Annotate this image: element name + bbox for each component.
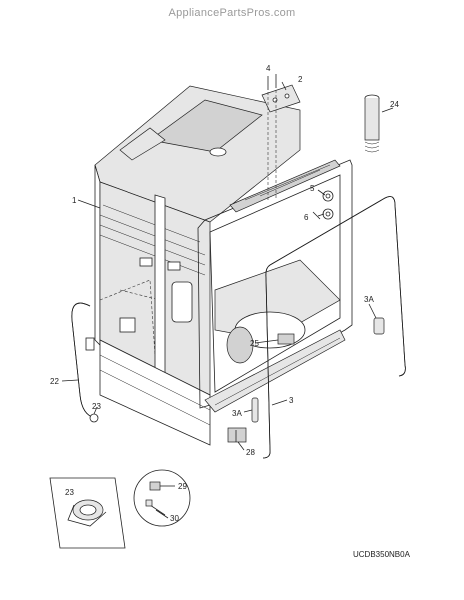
callout-5: 5 [310,184,315,193]
callout-24: 24 [390,100,399,109]
clip-part-3a-right [373,317,385,335]
callout-labels: 1 2 4 24 5 6 3A 25 22 23 3 3A 28 29 30 2… [50,64,399,523]
callout-3a-bottom: 3A [232,409,242,418]
callout-30: 30 [170,514,179,523]
bracket-part-28 [227,427,247,443]
bracket-part-25 [277,333,295,345]
detail-clamp-23 [49,477,126,549]
diagram-code: UCDB350NB0A [353,550,411,559]
front-frame [197,159,353,413]
callout-3a-right: 3A [364,295,374,304]
callout-28: 28 [246,448,255,457]
watermark: AppliancePartsPros.com [168,7,295,19]
callout-22: 22 [50,377,59,386]
callout-6: 6 [304,213,309,222]
tub-assembly [94,85,301,446]
leader-lines [61,81,394,519]
callout-25: 25 [250,339,259,348]
callout-23-detail: 23 [65,488,74,497]
clip-part-3a-bottom [251,397,259,423]
callout-1: 1 [72,196,77,205]
detail-circle-29-30 [133,469,191,527]
callout-29: 29 [178,482,187,491]
vent-part-24 [364,94,380,153]
screws-part-4 [267,74,277,200]
callout-2: 2 [298,75,303,84]
callout-3: 3 [289,396,294,405]
bracket-part-2 [261,84,301,113]
parts-5-6 [312,190,334,220]
drain-hose-part-22 [71,302,99,423]
callout-4: 4 [266,64,271,73]
gasket-part-3 [262,196,406,459]
callout-23-hose: 23 [92,402,101,411]
